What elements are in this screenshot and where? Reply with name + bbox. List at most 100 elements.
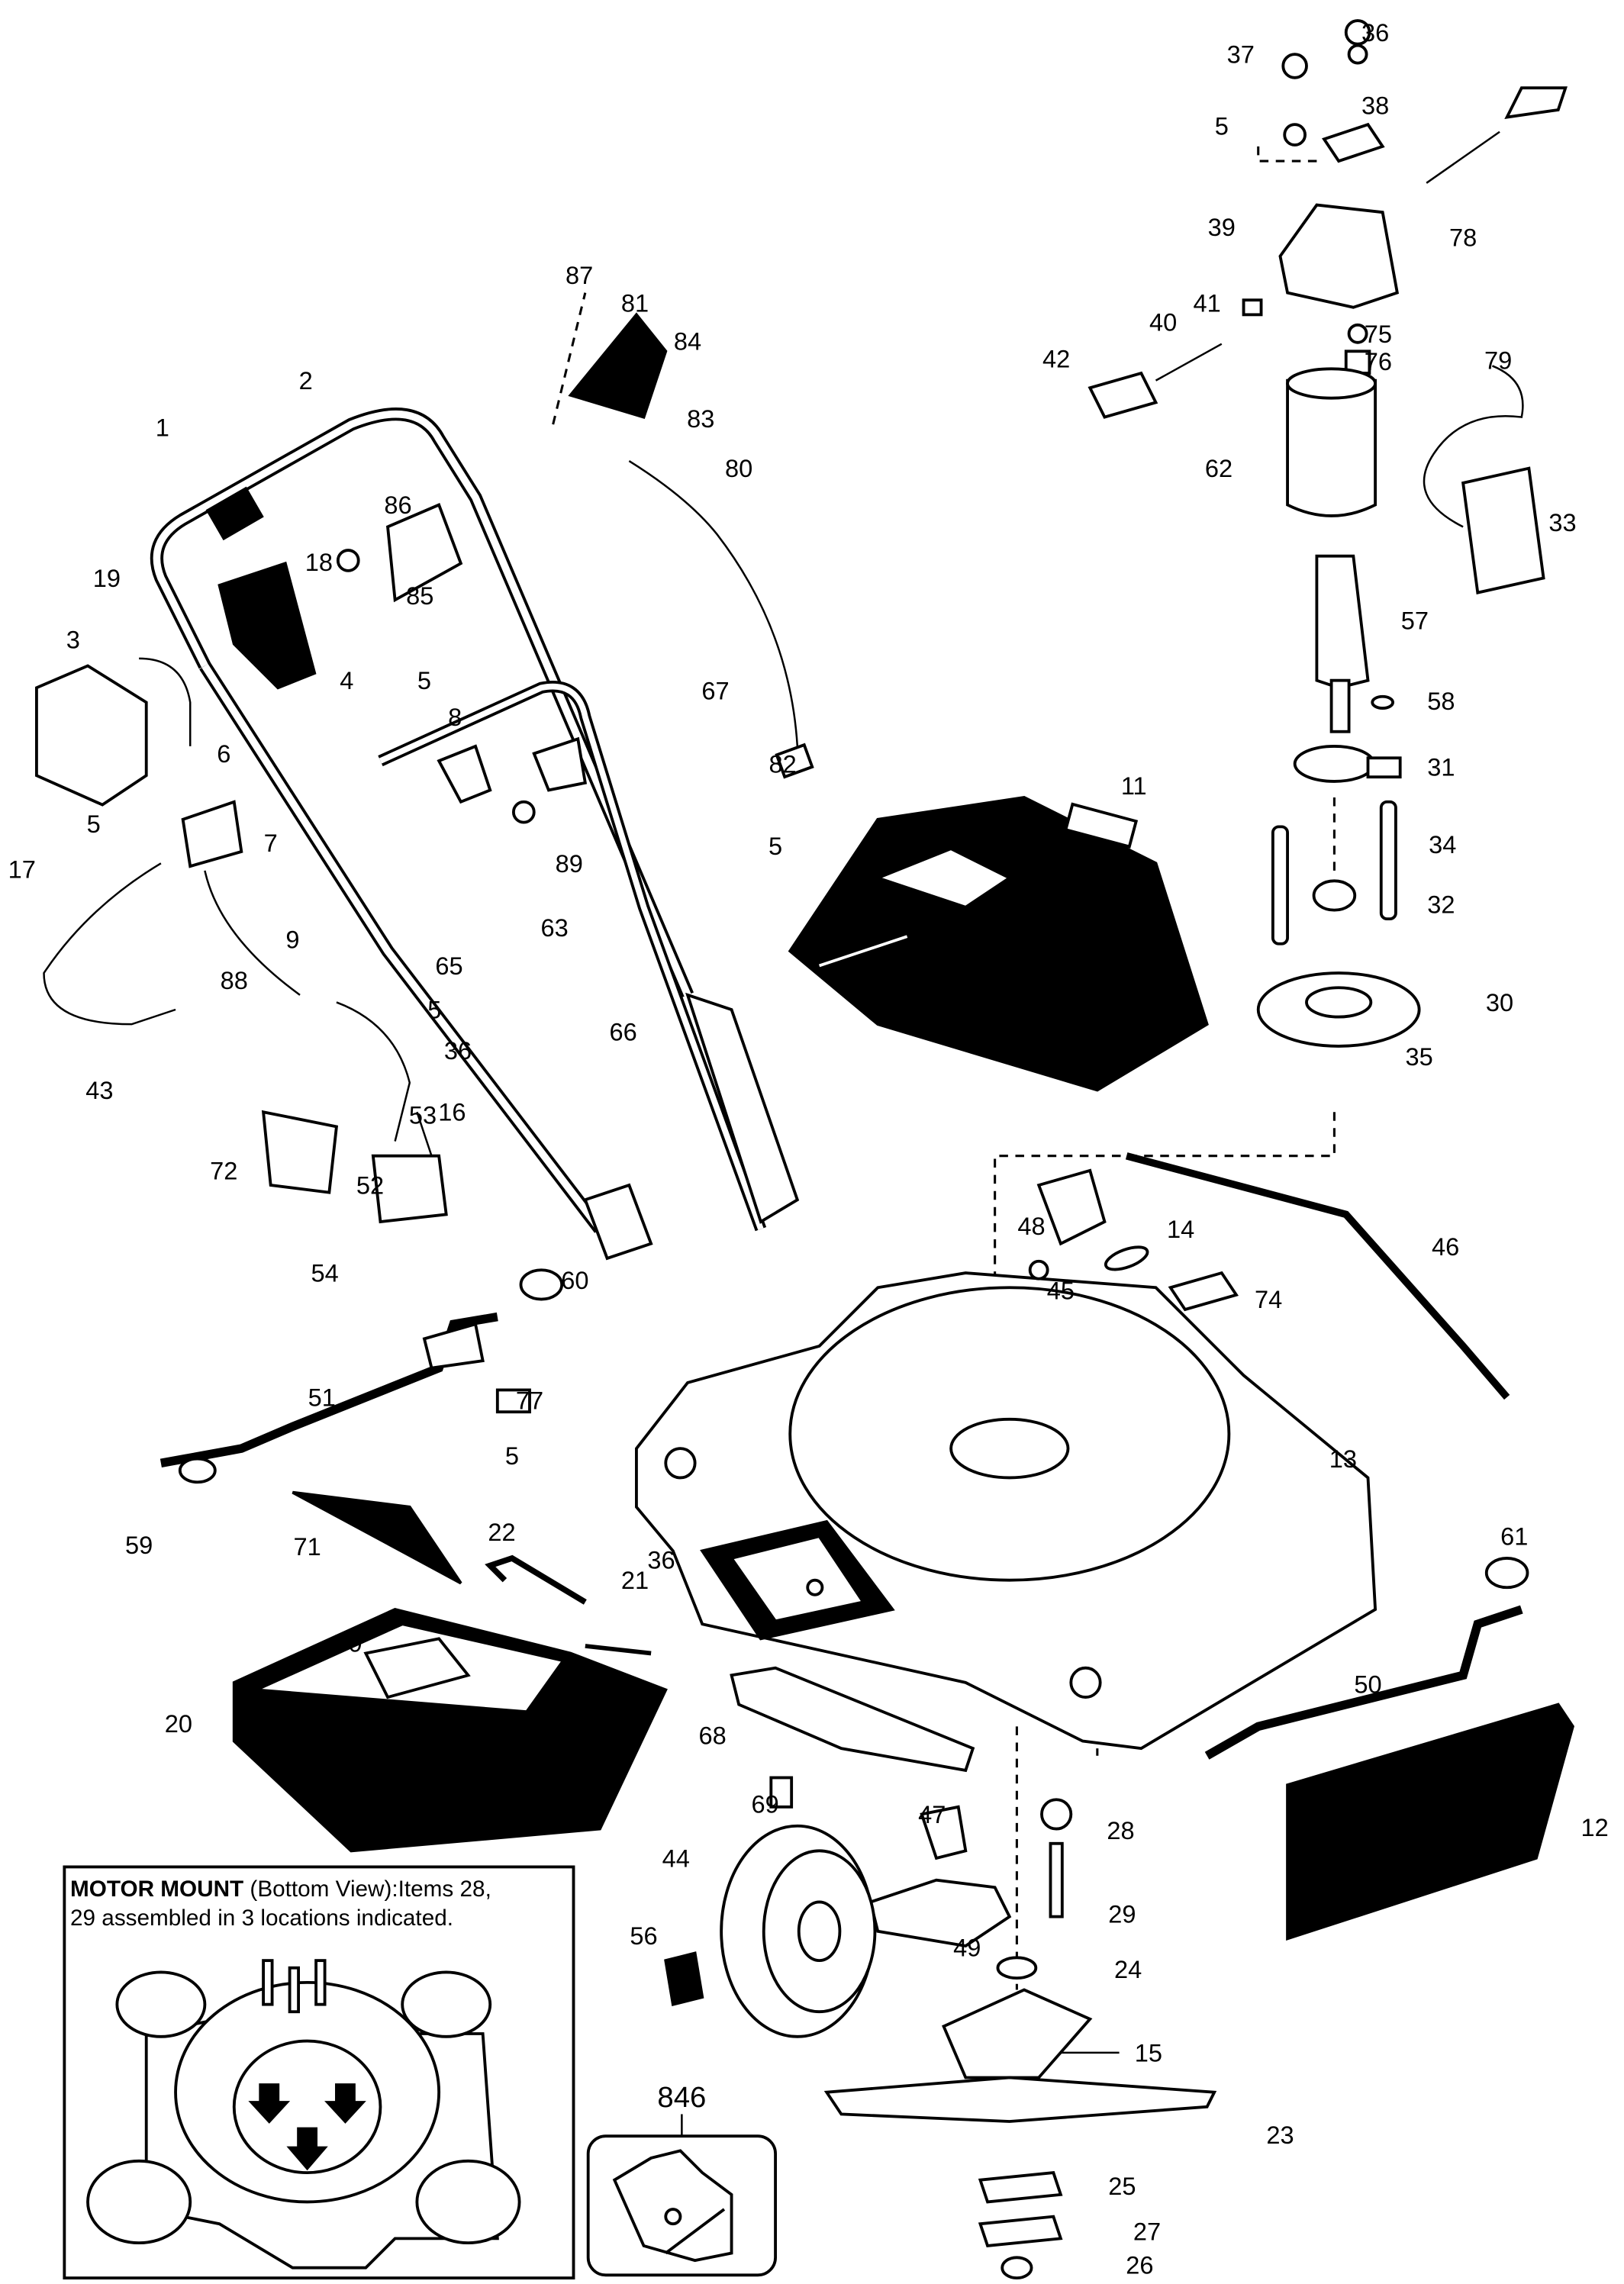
motor-assembly [994,19,1568,1990]
hardware-kit-846[interactable]: 846 [586,2081,777,2277]
callout-41: 41 [1193,289,1220,317]
callout-59: 59 [125,1531,153,1559]
callout-86: 86 [384,491,411,519]
callout-25: 25 [1108,2172,1136,2200]
callout-35: 35 [1405,1042,1432,1071]
switch-housing [35,657,192,807]
callout-42: 42 [1042,344,1070,372]
grass-chute: CAUTION [232,1490,668,1853]
inset-title-bold: MOTOR MOUNT [70,1876,243,1902]
callout-78: 78 [1449,223,1477,251]
callout-5: 5 [1215,112,1229,140]
callout-38: 38 [1361,92,1389,120]
switch-box [552,292,814,779]
motor-cover [788,796,1209,1092]
callout-63: 63 [540,913,568,942]
callout-5: 5 [87,810,101,838]
callout-20: 20 [165,1709,192,1738]
callout-66: 66 [610,1017,637,1045]
callout-68: 68 [699,1721,727,1749]
callout-22: 22 [488,1518,515,1546]
callout-23: 23 [1266,2121,1294,2149]
callout-57: 57 [1401,607,1429,635]
power-cord [43,800,448,1224]
callout-65: 65 [435,952,462,980]
callout-30: 30 [1486,988,1513,1016]
callout-88: 88 [221,966,248,994]
callout-29: 29 [1108,1899,1136,1928]
callout-84: 84 [674,327,701,355]
callout-62: 62 [1205,454,1232,482]
callout-70: 70 [334,1629,362,1657]
callout-31: 31 [1427,752,1455,781]
callout-83: 83 [687,404,714,433]
callout-50: 50 [1354,1670,1381,1698]
callout-71: 71 [293,1532,321,1561]
callout-56: 56 [630,1922,657,1950]
callout-17: 17 [8,855,36,883]
rear-flap [1204,1557,1574,1941]
callout-10: 10 [894,816,922,844]
callout-32: 32 [1427,890,1455,918]
callout-3: 3 [66,625,80,653]
callout-5: 5 [417,666,431,694]
callout-19: 19 [93,564,121,592]
callout-14: 14 [1167,1215,1194,1243]
callout-5: 5 [505,1442,519,1470]
callout-43: 43 [85,1076,113,1104]
callout-89: 89 [556,849,583,878]
callout-18: 18 [305,548,333,576]
callout-2: 2 [299,366,313,395]
callout-52: 52 [356,1171,384,1200]
decal-71 [292,1490,462,1585]
callout-77: 77 [516,1386,543,1414]
callout-47: 47 [918,1800,946,1828]
callout-12: 12 [1581,1813,1609,1841]
callout-34: 34 [1429,830,1456,859]
inset-note: 29 assembled in 3 locations indicated. [70,1905,453,1931]
callout-5: 5 [427,996,441,1024]
callout-7: 7 [264,829,278,857]
kit-846-label: 846 [657,2081,706,2114]
callout-15: 15 [1135,2038,1162,2067]
callout-69: 69 [752,1790,779,1818]
handle-assembly [150,408,800,1261]
callout-36: 36 [1361,18,1389,47]
callout-44: 44 [662,1844,690,1872]
callout-53: 53 [409,1101,437,1129]
inset-title-rest: (Bottom View):Items 28, [243,1876,491,1902]
callout-61: 61 [1500,1522,1528,1551]
mower-deck [635,1152,1510,1751]
switch-cable [628,460,799,746]
callout-40: 40 [1149,308,1177,336]
callout-36: 36 [647,1545,675,1574]
callout-6: 6 [217,739,230,768]
callout-9: 9 [285,925,299,953]
callout-76: 76 [1365,347,1392,375]
svg-text:MOTOR MOUNT (Bottom View):Item: MOTOR MOUNT (Bottom View):Items 28, [70,1876,491,1902]
callout-85: 85 [406,581,433,610]
callout-21: 21 [621,1566,649,1594]
callout-82: 82 [769,749,797,778]
callout-8: 8 [448,703,462,731]
callout-67: 67 [701,677,729,705]
callout-72: 72 [210,1156,237,1184]
callout-28: 28 [1107,1816,1134,1844]
callout-37: 37 [1227,40,1255,69]
callout-54: 54 [311,1259,338,1287]
callout-79: 79 [1484,346,1512,374]
callout-51: 51 [308,1384,336,1412]
callout-60: 60 [561,1266,588,1294]
callout-39: 39 [1208,213,1236,241]
callout-58: 58 [1427,687,1455,715]
callout-33: 33 [1548,508,1576,536]
callout-48: 48 [1017,1212,1045,1240]
callout-49: 49 [953,1933,981,1961]
motor-mount-inset: MOTOR MOUNT (Bottom View):Items 28, 29 a… [63,1865,575,2280]
callout-26: 26 [1126,2250,1153,2279]
lower-parts [664,1666,1217,2280]
callout-4: 4 [340,666,353,694]
callout-87: 87 [566,261,593,289]
